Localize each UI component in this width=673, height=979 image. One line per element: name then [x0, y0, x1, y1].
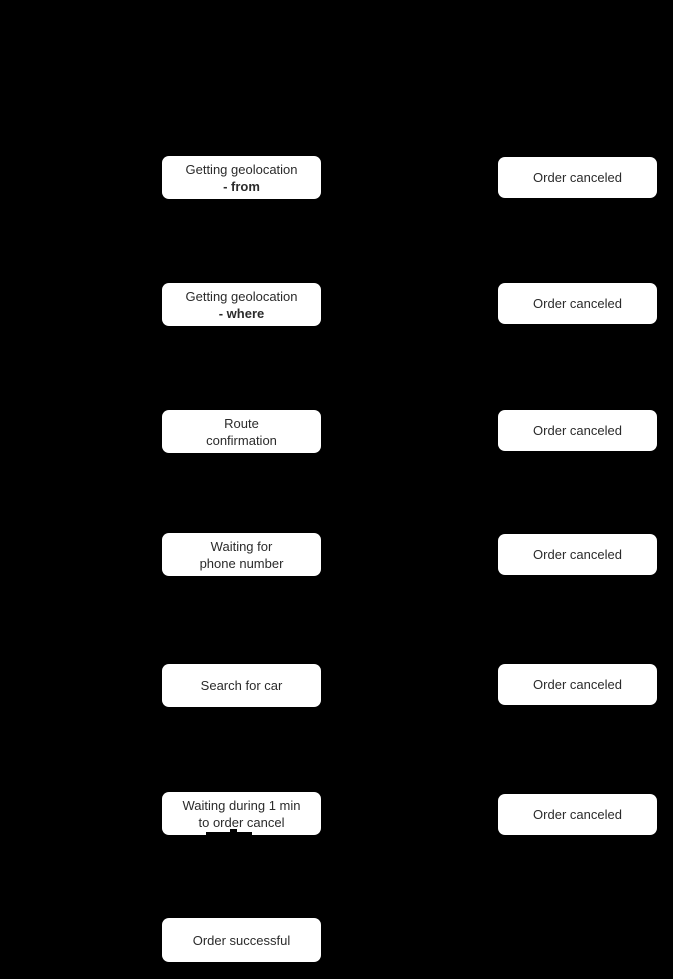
state-label: Order canceled [533, 807, 622, 822]
state-label-line1: Route [224, 415, 259, 431]
state-label: Order canceled [533, 677, 622, 692]
order-canceled-node-2: Order canceled [498, 283, 657, 324]
order-canceled-node-4: Order canceled [498, 534, 657, 575]
order-canceled-node-6: Order canceled [498, 794, 657, 835]
state-getting-geolocation-from: Getting geolocation - from [162, 156, 321, 199]
state-getting-geolocation-where: Getting geolocation - where [162, 283, 321, 326]
state-label-line2: - where [218, 305, 265, 321]
state-label: Order canceled [533, 423, 622, 438]
state-label-line1: Getting geolocation [185, 161, 298, 177]
clipped-glyph-artifact [206, 829, 252, 835]
state-label: Order canceled [533, 296, 622, 311]
state-label-line1: Getting geolocation [185, 288, 298, 304]
state-search-for-car: Search for car [162, 664, 321, 707]
state-waiting-1min-order-cancel: Waiting during 1 min to order cancel [162, 792, 321, 835]
state-label: Order canceled [533, 547, 622, 562]
order-canceled-node-1: Order canceled [498, 157, 657, 198]
state-label-line1: Search for car [200, 678, 283, 693]
state-label-line2: - from [223, 178, 260, 194]
state-label-line1: Waiting for [210, 538, 273, 554]
state-label-line2: to order cancel [198, 814, 285, 830]
state-label-line1: Waiting during 1 min [182, 797, 301, 813]
state-label-line2: confirmation [206, 432, 277, 448]
order-canceled-node-3: Order canceled [498, 410, 657, 451]
state-order-successful: Order successful [162, 918, 321, 962]
order-canceled-node-5: Order canceled [498, 664, 657, 705]
state-route-confirmation: Route confirmation [162, 410, 321, 453]
state-waiting-for-phone-number: Waiting for phone number [162, 533, 321, 576]
state-label: Order canceled [533, 170, 622, 185]
state-label-line1: Order successful [192, 932, 291, 948]
state-label-line2: phone number [199, 555, 284, 571]
